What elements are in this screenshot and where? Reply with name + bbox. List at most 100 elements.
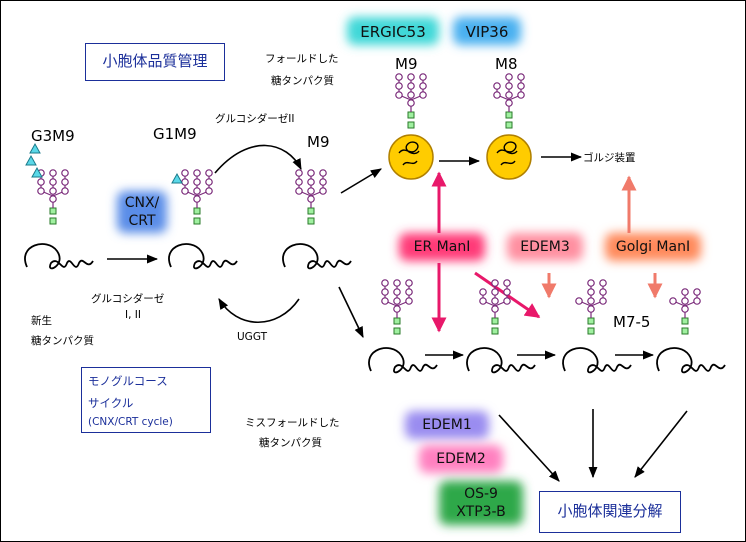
mannose-circle: [61, 178, 69, 186]
folded-m8-ball: [486, 134, 532, 180]
enzyme-glows: [117, 17, 701, 525]
mannose-circle: [181, 187, 189, 195]
mannose-circle: [407, 99, 415, 107]
glucose-triangle: [29, 142, 41, 154]
edem2-label: EDEM2: [436, 451, 486, 467]
mannose-circle: [205, 187, 213, 195]
folded-chain: [398, 141, 420, 166]
mannose-circle: [493, 82, 501, 90]
mannose-circle: [393, 305, 401, 313]
glcnac-square: [491, 317, 499, 325]
mannose-circle: [381, 279, 389, 287]
glcnac-square: [681, 327, 689, 335]
folded-label-1: フォールドした: [265, 53, 339, 65]
m9-center-label: M9: [307, 133, 330, 151]
mannose-circle: [193, 195, 201, 203]
glcnac-square: [587, 317, 595, 325]
mannose-circle: [599, 288, 607, 296]
glcnac-square: [393, 317, 401, 325]
g3m9-protein: [24, 243, 94, 270]
mannose-circle: [693, 288, 701, 296]
arrow-uggt: [218, 298, 300, 323]
glycoproteins: [24, 73, 726, 374]
mannose-circle: [517, 82, 525, 90]
glcnac-square: [393, 327, 401, 335]
glucosidase2-label: グルコシダーゼII: [215, 113, 295, 125]
folded-m9-ball: [388, 134, 434, 180]
mannose-circle: [393, 288, 401, 296]
m9-top-label: M9: [395, 55, 418, 73]
mannose-circle: [307, 187, 315, 195]
er-mani-label: ER ManI: [413, 239, 471, 255]
chaperone-line-2: CRT: [128, 213, 156, 229]
mannose-circle: [419, 91, 427, 99]
mannose-circle: [491, 288, 499, 296]
erad-text: 小胞体関連分解: [557, 502, 663, 520]
edem3-label: EDEM3: [520, 239, 570, 255]
mannose-circle: [681, 305, 689, 313]
mannose-circle: [479, 288, 487, 296]
mannose-circle: [587, 297, 595, 305]
glucosidase12-sub-label: I, II: [125, 309, 141, 321]
cycle-line-3: (CNX/CRT cycle): [88, 416, 173, 428]
misfolded-m8-protein: [466, 347, 536, 374]
mannose-circle: [587, 279, 595, 287]
mannose-circle: [405, 288, 413, 296]
golgi-mani-glow: [605, 233, 701, 261]
mannose-circle: [587, 305, 595, 313]
g3m9-label: G3M9: [31, 127, 75, 145]
chaperone-label: CNX/CRT: [117, 194, 167, 230]
mannose-circle: [49, 169, 57, 177]
golgi-mani-label: Golgi ManI: [615, 239, 691, 255]
ergic53-glow: [347, 17, 439, 45]
edem2-glow: [419, 445, 503, 473]
nascent-label-1: 新生: [31, 315, 52, 327]
mannose-circle: [599, 297, 607, 305]
mannose-circle: [37, 178, 45, 186]
mannose-circle: [407, 73, 415, 81]
misfolded-label-1: ミスフォールドした: [245, 417, 340, 429]
mannose-circle: [205, 178, 213, 186]
edem1-glow: [405, 411, 489, 439]
glcnac-square: [587, 327, 595, 335]
mannose-circle: [307, 195, 315, 203]
mannose-circle: [505, 73, 513, 81]
mannose-circle: [693, 297, 701, 305]
arrow-to-misfolded: [338, 286, 364, 339]
cycle-line-2: サイクル: [88, 396, 134, 410]
mannose-circle: [307, 169, 315, 177]
mannose-circle: [419, 73, 427, 81]
mannose-circle: [505, 99, 513, 107]
glcnac-square: [307, 217, 315, 225]
cycle-box: モノグルコース サイクル (CNX/CRT cycle): [81, 367, 211, 433]
mannose-circle: [395, 91, 403, 99]
misfolded-m5-protein: [656, 347, 726, 374]
mannose-circle: [405, 279, 413, 287]
mannose-circle: [669, 297, 677, 305]
mannose-circle: [405, 297, 413, 305]
arrow-to-folded: [340, 168, 382, 194]
m9-protein: [282, 243, 352, 270]
mannose-circle: [587, 288, 595, 296]
mannose-circle: [319, 178, 327, 186]
golgi-apparatus-label: ゴルジ装置: [583, 152, 636, 164]
misfolded-m7-protein: [562, 347, 632, 374]
mannose-circle: [491, 279, 499, 287]
mannose-circle: [181, 169, 189, 177]
mannose-circle: [517, 73, 525, 81]
mannose-circle: [205, 169, 213, 177]
glcnac-square: [505, 111, 513, 119]
folded-chain: [496, 141, 518, 166]
glucosidase12-label: グルコシダーゼ: [91, 293, 165, 305]
vip36-label: VIP36: [465, 23, 509, 41]
mannose-circle: [479, 297, 487, 305]
mannose-circle: [393, 279, 401, 287]
glcnac-square: [407, 111, 415, 119]
os9-glow: [439, 481, 523, 525]
mannose-circle: [503, 279, 511, 287]
mannose-circle: [295, 169, 303, 177]
mannose-circle: [407, 82, 415, 90]
